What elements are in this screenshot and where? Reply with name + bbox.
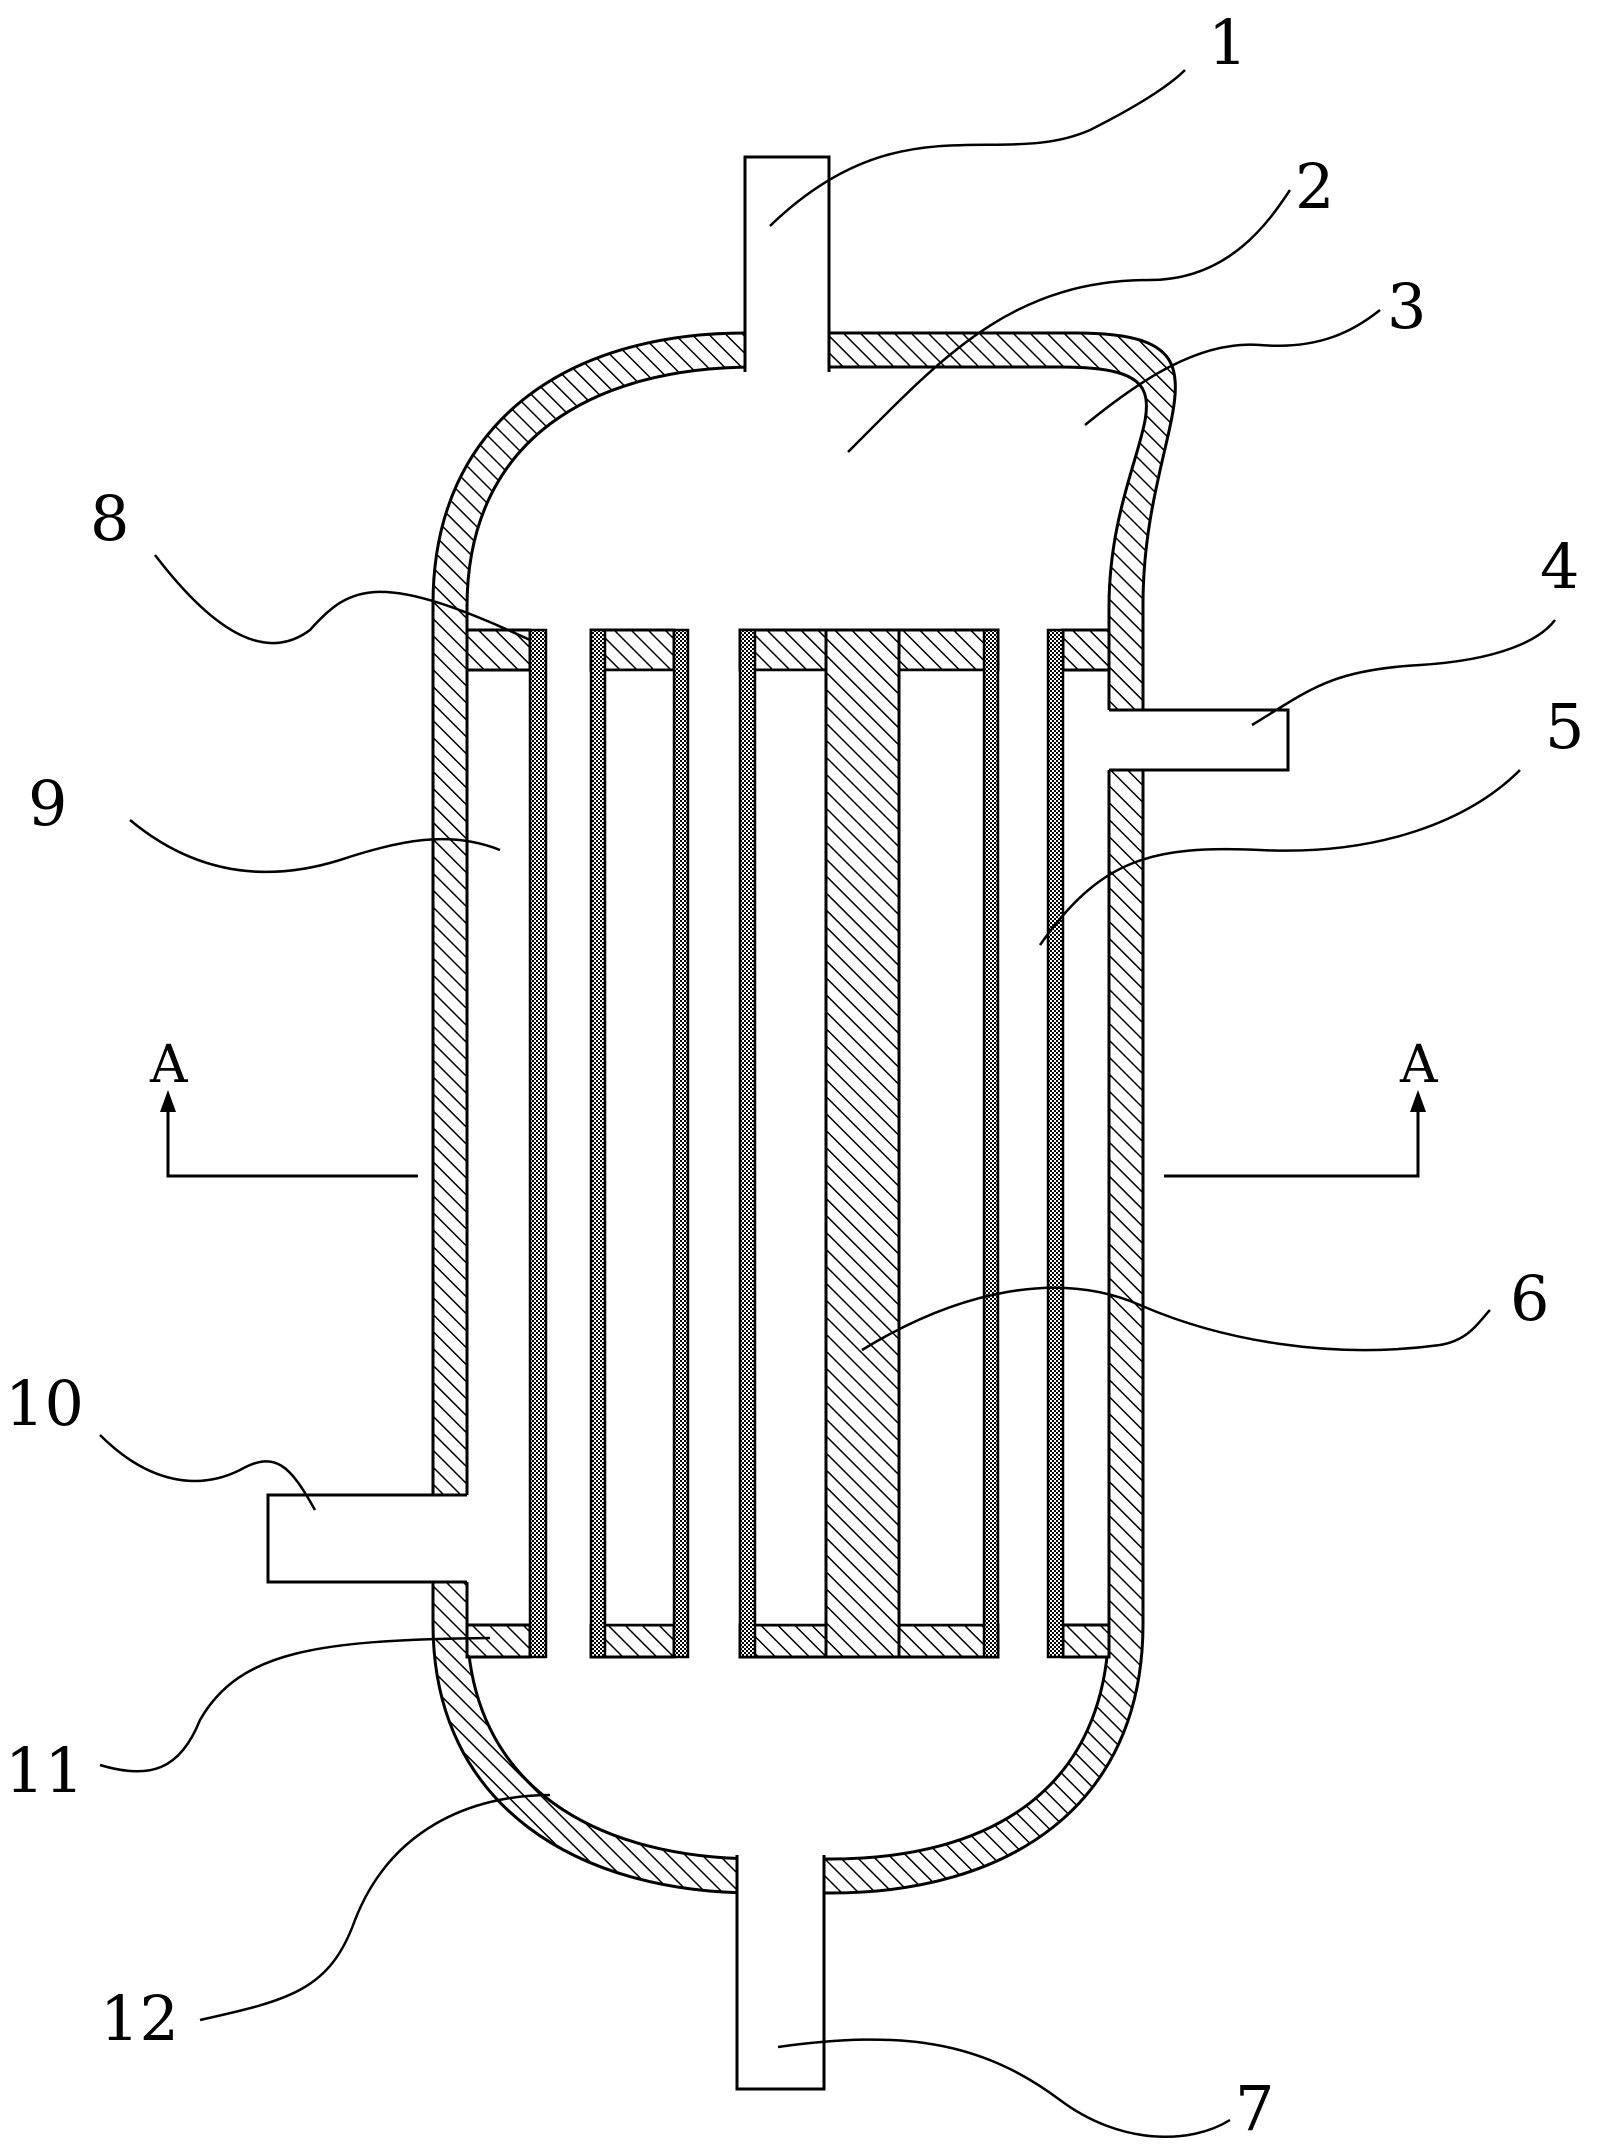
label-4: 4 xyxy=(1540,530,1579,603)
label-2: 2 xyxy=(1295,150,1334,223)
central-rod xyxy=(824,628,901,1659)
bottom-tube-sheet xyxy=(465,1623,1111,1659)
vessel-shell xyxy=(431,331,1177,1895)
top-tube-sheet xyxy=(465,628,1111,672)
label-9: 9 xyxy=(28,767,67,840)
top-inlet-nozzle xyxy=(743,155,831,372)
label-7: 7 xyxy=(1235,2072,1274,2145)
section-label-left: A xyxy=(149,1035,189,1095)
section-line-a-a xyxy=(160,1090,1426,1178)
label-11: 11 xyxy=(5,1734,84,1807)
tube-walls xyxy=(528,628,1065,1659)
bottom-outlet-nozzle xyxy=(735,1855,826,2091)
label-10: 10 xyxy=(5,1367,84,1440)
label-8: 8 xyxy=(90,482,129,555)
label-12: 12 xyxy=(100,1982,179,2055)
label-5: 5 xyxy=(1545,690,1584,763)
label-6: 6 xyxy=(1510,1262,1549,1335)
shell-side-nozzle-right xyxy=(1100,708,1290,772)
shell-side-nozzle-left xyxy=(266,1493,476,1584)
leader-lines xyxy=(99,69,1556,2139)
tube-interiors xyxy=(603,668,986,1627)
section-label-right: A xyxy=(1399,1035,1439,1095)
label-3: 3 xyxy=(1387,270,1426,343)
label-1: 1 xyxy=(1208,6,1247,79)
